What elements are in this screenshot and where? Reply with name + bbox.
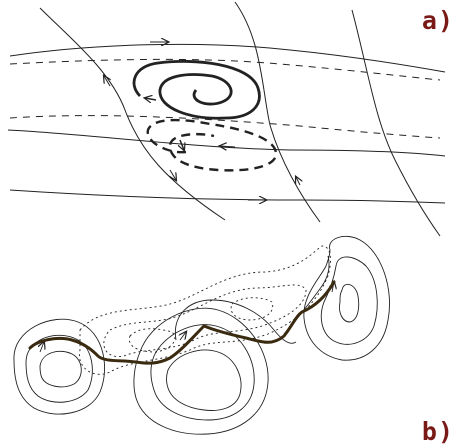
panel-b-label: b) [422,417,454,446]
dashed-spiral-arrow [180,140,184,150]
connector-contour-2 [284,256,329,334]
dotted-contour-inner-2 [231,298,273,320]
solid-spiral-arrow [145,98,156,100]
solid-spiral [134,61,259,118]
dashed-streamline-top [10,59,440,80]
left-ring-inner [40,351,81,387]
panel-a-label: a) [422,6,454,35]
left-ring-outer [14,319,105,414]
dotted-contour-outer [79,246,330,374]
dashed-spiral [148,120,276,170]
right-ring-mid [321,257,377,344]
right-ring-inner [339,284,358,322]
dotted-contour-mid [104,285,306,357]
center-ring-arrow [180,332,186,340]
streamline-lower [10,190,445,203]
center-ring-inner [167,350,242,410]
left-ring-arrow [40,342,44,352]
panel-a [8,2,445,236]
trajectory [30,282,334,363]
arrow-steep-3 [296,177,300,185]
panel-b [14,236,390,434]
right-ring-outer [304,236,390,360]
streamline-middle [8,130,445,156]
steep-line-1 [40,8,225,220]
